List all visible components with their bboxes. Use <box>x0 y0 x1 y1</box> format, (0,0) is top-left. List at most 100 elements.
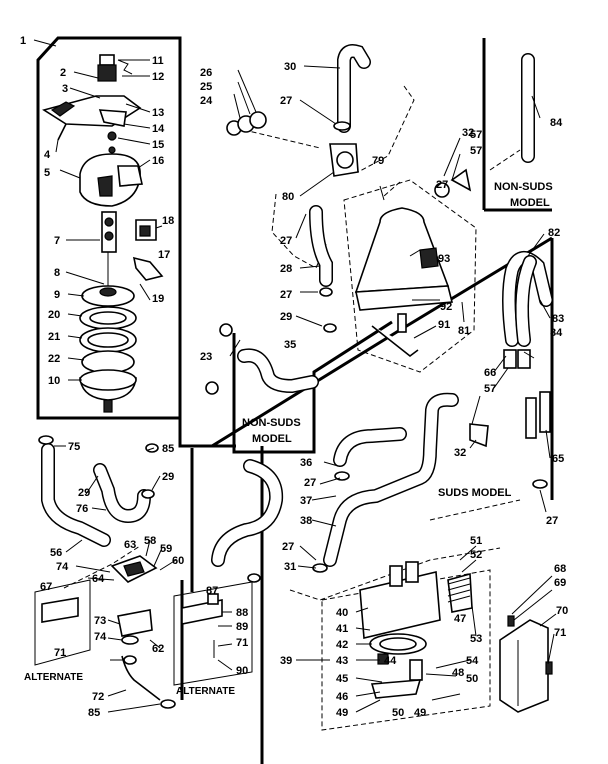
label-69: 69 <box>554 577 566 589</box>
label-12: 12 <box>152 71 164 83</box>
caption-non-suds-mid-line2: MODEL <box>252 433 292 445</box>
label-88: 88 <box>236 607 248 619</box>
label-60: 60 <box>172 555 184 567</box>
label-20: 20 <box>48 309 60 321</box>
label-89: 89 <box>236 621 248 633</box>
label-92: 92 <box>440 301 452 313</box>
label-76: 76 <box>76 503 88 515</box>
label-1: 1 <box>20 35 26 47</box>
label-23: 23 <box>200 351 212 363</box>
label-45: 45 <box>336 673 348 685</box>
label-90: 90 <box>236 665 248 677</box>
non-suds-hose <box>205 323 319 395</box>
frame-lines <box>34 36 554 764</box>
pump-assembly <box>42 54 164 413</box>
drain-parts <box>41 555 223 709</box>
leader-lines <box>33 39 557 713</box>
label-32a: 32 <box>462 127 474 139</box>
label-57c: 57 <box>484 383 496 395</box>
label-83: 83 <box>552 313 564 325</box>
label-48: 48 <box>452 667 464 679</box>
label-27a: 27 <box>280 95 292 107</box>
label-82: 82 <box>548 227 560 239</box>
label-17: 17 <box>158 249 170 261</box>
label-74a: 74 <box>94 631 107 643</box>
label-16: 16 <box>152 155 164 167</box>
label-24: 24 <box>200 95 213 107</box>
label-79: 79 <box>372 155 384 167</box>
label-21: 21 <box>48 331 60 343</box>
label-42: 42 <box>336 639 348 651</box>
label-11: 11 <box>152 55 164 67</box>
label-58: 58 <box>144 535 156 547</box>
label-85a: 85 <box>162 443 174 455</box>
label-72: 72 <box>92 691 104 703</box>
label-27e: 27 <box>304 477 316 489</box>
label-43: 43 <box>336 655 348 667</box>
caption-suds-model: SUDS MODEL <box>438 487 512 499</box>
caption-alternate-left: ALTERNATE <box>24 672 83 683</box>
label-54: 54 <box>466 655 479 667</box>
label-27b: 27 <box>280 235 292 247</box>
caption-non-suds-top-line2: MODEL <box>510 197 550 209</box>
label-59: 59 <box>160 543 172 555</box>
bracket <box>499 615 553 713</box>
label-27c: 27 <box>280 289 292 301</box>
label-27g: 27 <box>546 515 558 527</box>
label-57a: 57 <box>470 129 482 141</box>
label-74b: 74 <box>56 561 69 573</box>
label-51: 51 <box>470 535 482 547</box>
label-49b: 49 <box>414 707 426 719</box>
label-26: 26 <box>200 67 212 79</box>
label-71b: 71 <box>54 647 66 659</box>
label-27d: 27 <box>436 179 448 191</box>
label-66: 66 <box>484 367 496 379</box>
label-63: 63 <box>124 539 136 551</box>
label-30: 30 <box>284 61 296 73</box>
label-31: 31 <box>284 561 296 573</box>
label-91: 91 <box>438 319 450 331</box>
label-93: 93 <box>438 253 450 265</box>
label-75: 75 <box>68 441 80 453</box>
top-hoses <box>226 44 535 333</box>
part-labels: 1 2 3 4 5 7 8 9 10 11 12 13 14 15 16 17 … <box>20 35 568 719</box>
label-37: 37 <box>300 495 312 507</box>
label-52: 52 <box>470 549 482 561</box>
label-84a: 84 <box>550 327 563 339</box>
filter-assembly <box>354 168 472 358</box>
label-19: 19 <box>152 293 164 305</box>
label-27f: 27 <box>282 541 294 553</box>
label-38: 38 <box>300 515 312 527</box>
label-71c: 71 <box>236 637 248 649</box>
label-44: 44 <box>384 655 397 667</box>
label-50b: 50 <box>466 673 478 685</box>
label-65: 65 <box>552 453 564 465</box>
left-hoses <box>38 435 159 547</box>
label-2: 2 <box>60 67 66 79</box>
label-7: 7 <box>54 235 60 247</box>
label-57b: 57 <box>470 145 482 157</box>
label-4: 4 <box>44 149 51 161</box>
right-hoses <box>469 251 553 489</box>
label-15: 15 <box>152 139 164 151</box>
label-87: 87 <box>206 585 218 597</box>
caption-non-suds-mid-line1: NON-SUDS <box>242 417 301 429</box>
label-35: 35 <box>284 339 296 351</box>
label-29b: 29 <box>162 471 174 483</box>
label-46: 46 <box>336 691 348 703</box>
label-36: 36 <box>300 457 312 469</box>
label-67: 67 <box>40 581 52 593</box>
caption-non-suds-top-line1: NON-SUDS <box>494 181 553 193</box>
label-3: 3 <box>62 83 68 95</box>
label-64: 64 <box>92 573 105 585</box>
label-85b: 85 <box>88 707 100 719</box>
label-68: 68 <box>554 563 566 575</box>
label-13: 13 <box>152 107 164 119</box>
label-40: 40 <box>336 607 348 619</box>
label-18: 18 <box>162 215 174 227</box>
label-50a: 50 <box>392 707 404 719</box>
label-80: 80 <box>282 191 294 203</box>
label-39: 39 <box>280 655 292 667</box>
captions: NON-SUDS MODEL NON-SUDS MODEL SUDS MODEL… <box>24 181 553 697</box>
